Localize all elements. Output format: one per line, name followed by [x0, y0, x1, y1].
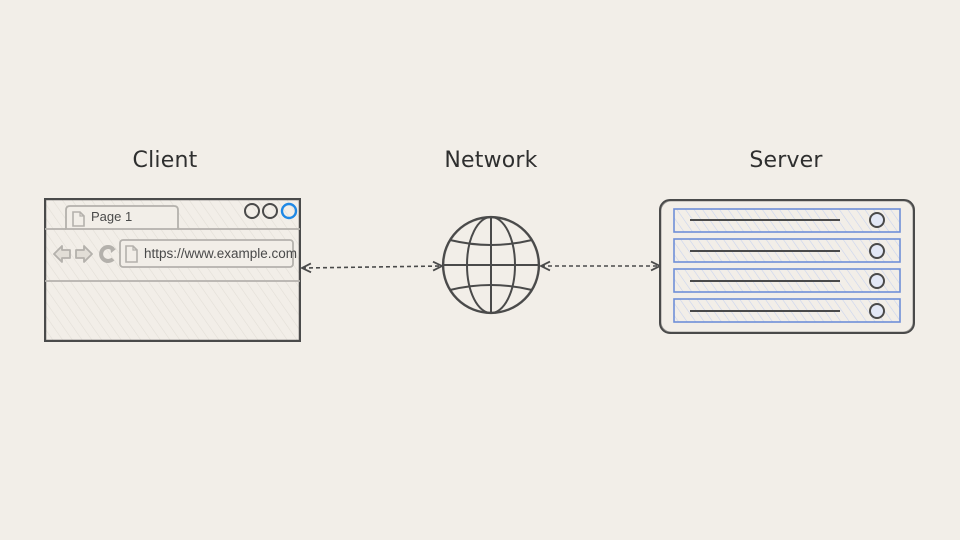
server-unit	[673, 268, 901, 293]
reload-icon[interactable]	[99, 245, 116, 263]
server-unit	[673, 238, 901, 263]
server-rack-icon	[659, 199, 915, 334]
power-button-icon[interactable]	[869, 243, 885, 259]
power-button-icon[interactable]	[869, 273, 885, 289]
server-unit	[673, 208, 901, 233]
window-control-icon[interactable]	[262, 203, 278, 219]
client-network-connection	[302, 266, 442, 268]
browser-window: Page 1 https://www.example.	[44, 198, 301, 342]
client-label: Client	[132, 148, 198, 173]
tab-title: Page 1	[91, 209, 132, 224]
browser-tab[interactable]: Page 1	[65, 205, 179, 230]
back-arrow-icon[interactable]	[53, 245, 71, 263]
window-control-icon[interactable]	[244, 203, 260, 219]
globe-icon	[441, 215, 541, 315]
window-control-icon[interactable]	[280, 202, 298, 220]
address-bar[interactable]: https://www.example.com	[119, 239, 297, 268]
server-unit	[673, 298, 901, 323]
power-button-icon[interactable]	[869, 303, 885, 319]
network-label: Network	[444, 148, 538, 173]
forward-arrow-icon[interactable]	[75, 245, 93, 263]
url-text: https://www.example.com	[144, 246, 297, 261]
window-controls	[244, 202, 298, 220]
document-icon	[125, 245, 138, 263]
power-button-icon[interactable]	[869, 212, 885, 228]
server-label: Server	[749, 148, 823, 173]
document-icon	[72, 211, 85, 227]
